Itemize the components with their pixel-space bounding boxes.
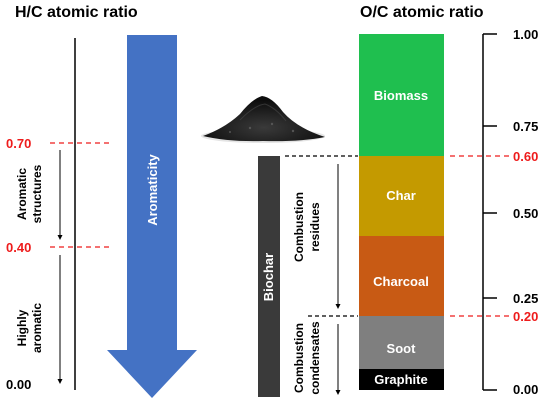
right-tick-020: 0.20 <box>513 309 538 324</box>
right-tick-050: 0.50 <box>513 206 538 221</box>
aromaticity-label: Aromaticity <box>145 153 160 225</box>
aromatic-structures-label: Aromatic structures <box>15 164 44 223</box>
right-tick-075: 0.75 <box>513 119 538 134</box>
svg-text:Aromaticity: Aromaticity <box>145 153 160 225</box>
block-char-label: Char <box>386 188 416 203</box>
svg-text:condensates: condensates <box>308 321 322 395</box>
combustion-condensates-label: Combustion condensates <box>292 321 322 395</box>
right-tick-100: 1.00 <box>513 27 538 42</box>
left-title: H/C atomic ratio <box>15 4 138 21</box>
combustion-residues-label: Combustion residues <box>292 192 322 262</box>
biochar-bar <box>258 156 280 397</box>
block-charcoal <box>359 236 444 316</box>
block-soot-label: Soot <box>387 341 417 356</box>
left-tick-070: 0.70 <box>6 136 31 151</box>
left-tick-000: 0.00 <box>6 377 31 392</box>
block-charcoal-label: Charcoal <box>373 274 429 289</box>
right-tick-000: 0.00 <box>513 382 538 397</box>
right-tick-025: 0.25 <box>513 291 538 306</box>
left-tick-040: 0.40 <box>6 240 31 255</box>
svg-text:aromatic: aromatic <box>30 303 44 353</box>
right-tick-060: 0.60 <box>513 149 538 164</box>
block-biomass <box>359 34 444 156</box>
svg-text:Combustion: Combustion <box>292 323 306 393</box>
biochar-label: Biochar <box>261 253 276 301</box>
block-graphite <box>359 369 444 390</box>
svg-text:Highly: Highly <box>15 309 29 346</box>
biochar-pile-image <box>197 84 337 146</box>
aromaticity-arrow <box>107 35 197 398</box>
svg-text:structures: structures <box>30 164 44 223</box>
right-title: O/C atomic ratio <box>360 4 484 21</box>
highly-aromatic-label: Highly aromatic <box>15 303 44 353</box>
svg-text:Biochar: Biochar <box>261 253 276 301</box>
svg-text:Combustion: Combustion <box>292 192 306 262</box>
svg-text:Aromatic: Aromatic <box>15 168 29 220</box>
block-soot <box>359 316 444 369</box>
block-char <box>359 156 444 236</box>
block-graphite-label: Graphite <box>374 372 427 387</box>
svg-text:residues: residues <box>308 202 322 252</box>
block-biomass-label: Biomass <box>374 88 428 103</box>
